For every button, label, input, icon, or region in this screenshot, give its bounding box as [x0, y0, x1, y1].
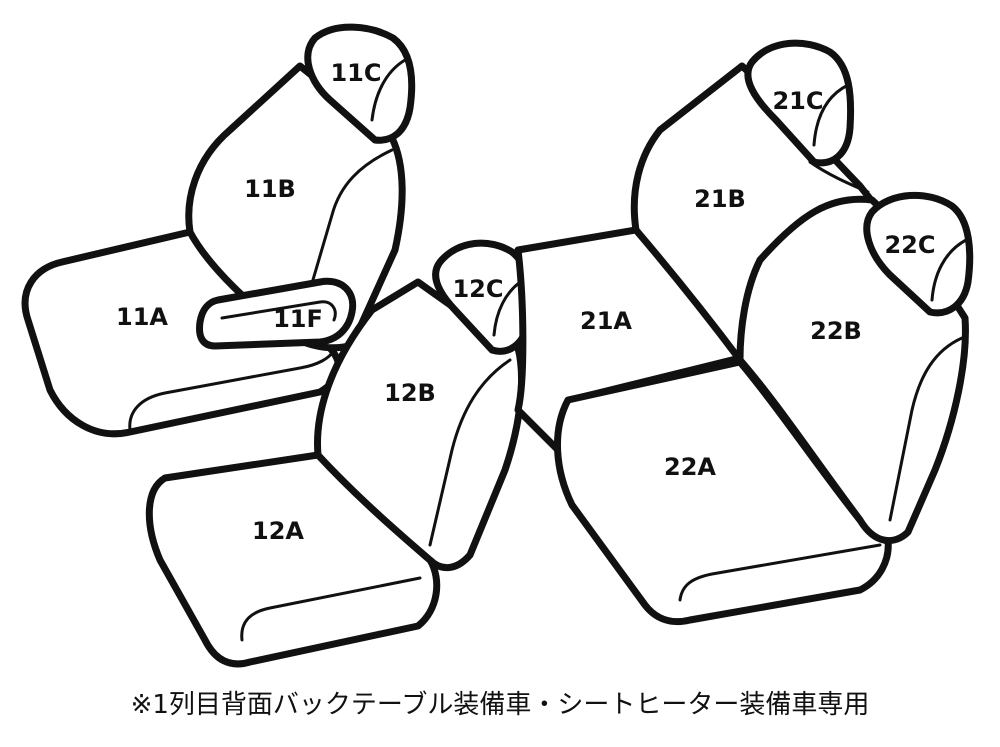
part-21c-side	[812, 83, 850, 147]
label-21b: 21B	[694, 185, 746, 213]
part-11f-inner	[220, 300, 337, 322]
part-12b-side-bolster	[428, 358, 512, 547]
footnote-caption: ※1列目背面バックテーブル装備車・シートヒーター装備車専用	[130, 690, 870, 720]
label-22b: 22B	[810, 317, 862, 345]
label-11b: 11B	[244, 175, 296, 203]
part-11c-side	[370, 58, 407, 122]
part-22c-headrest	[863, 191, 974, 317]
part-11c-headrest	[304, 23, 416, 144]
label-12c: 12C	[452, 275, 503, 303]
part-22a-front-edge	[678, 543, 882, 602]
label-21c: 21C	[772, 87, 823, 115]
label-11c: 11C	[330, 59, 381, 87]
label-12a: 12A	[252, 517, 304, 545]
seat-cover-diagram: 11A 11B 11C 11F 12A 12B 12C 21A 21B 21C …	[21, 23, 974, 668]
label-21a: 21A	[580, 307, 632, 335]
part-11f-armrest	[196, 277, 357, 350]
label-11a: 11A	[116, 303, 168, 331]
label-22c: 22C	[884, 231, 935, 259]
part-11b-side-bolster	[308, 148, 394, 292]
part-22c-side	[930, 238, 968, 302]
part-22b-side-bolster	[888, 336, 964, 522]
part-12a-front-edge	[240, 576, 422, 642]
part-21c-headrest	[744, 39, 855, 167]
label-22a: 22A	[664, 453, 716, 481]
label-12b: 12B	[384, 379, 436, 407]
part-11a-front-edge	[128, 348, 336, 432]
label-11f: 11F	[273, 305, 323, 333]
